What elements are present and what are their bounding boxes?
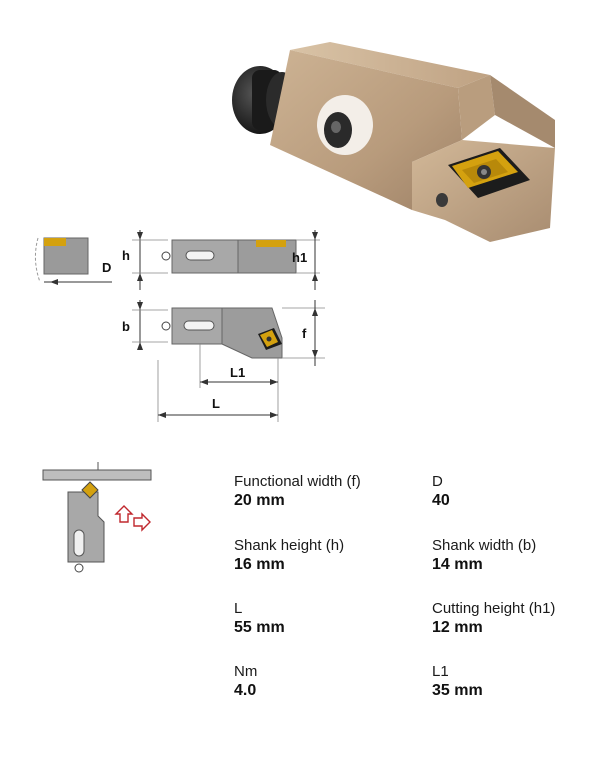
spec-value: 16 mm — [234, 556, 285, 573]
spec-value: 4.0 — [234, 682, 257, 699]
top-view: h h1 — [122, 230, 320, 290]
spec-shank-height: Shank height (h) 16 mm — [234, 536, 344, 575]
spec-functional-width: Functional width (f) 20 mm — [234, 472, 361, 511]
spec-shank-width: Shank width (b) 14 mm — [432, 536, 536, 575]
front-view: b f — [122, 300, 325, 366]
spec-nm: Nm 4.0 — [234, 662, 257, 701]
svg-text:f: f — [302, 326, 307, 341]
spec-label: Nm — [234, 663, 258, 680]
spec-cutting-height: Cutting height (h1) 12 mm — [432, 599, 555, 638]
svg-text:L: L — [212, 396, 220, 411]
svg-text:L1: L1 — [230, 365, 245, 380]
dimension-drawing: D h h1 b — [34, 230, 325, 422]
svg-text:D: D — [102, 260, 111, 275]
svg-text:h: h — [122, 248, 130, 263]
spec-value: 55 mm — [234, 619, 285, 636]
machining-direction-icon — [42, 462, 152, 573]
spec-l: L 55 mm — [234, 599, 285, 638]
svg-text:b: b — [122, 319, 130, 334]
spec-label: L1 — [432, 663, 449, 680]
spec-value: 14 mm — [432, 556, 483, 573]
svg-text:h1: h1 — [292, 250, 307, 265]
spec-value: 12 mm — [432, 619, 483, 636]
spec-label: L — [234, 600, 243, 617]
spec-value: 40 — [432, 492, 450, 509]
diameter-view: D — [34, 237, 112, 285]
length-dimensions: L1 L — [157, 344, 279, 422]
spec-label: D — [432, 473, 443, 490]
spec-label: Cutting height (h1) — [432, 600, 556, 617]
product-photo — [232, 42, 555, 242]
spec-d: D 40 — [432, 472, 450, 511]
spec-label: Functional width (f) — [234, 473, 361, 490]
spec-value: 35 mm — [432, 682, 483, 699]
spec-label: Shank height (h) — [234, 537, 345, 554]
spec-value: 20 mm — [234, 492, 285, 509]
spec-label: Shank width (b) — [432, 537, 537, 554]
spec-l1: L1 35 mm — [432, 662, 483, 701]
